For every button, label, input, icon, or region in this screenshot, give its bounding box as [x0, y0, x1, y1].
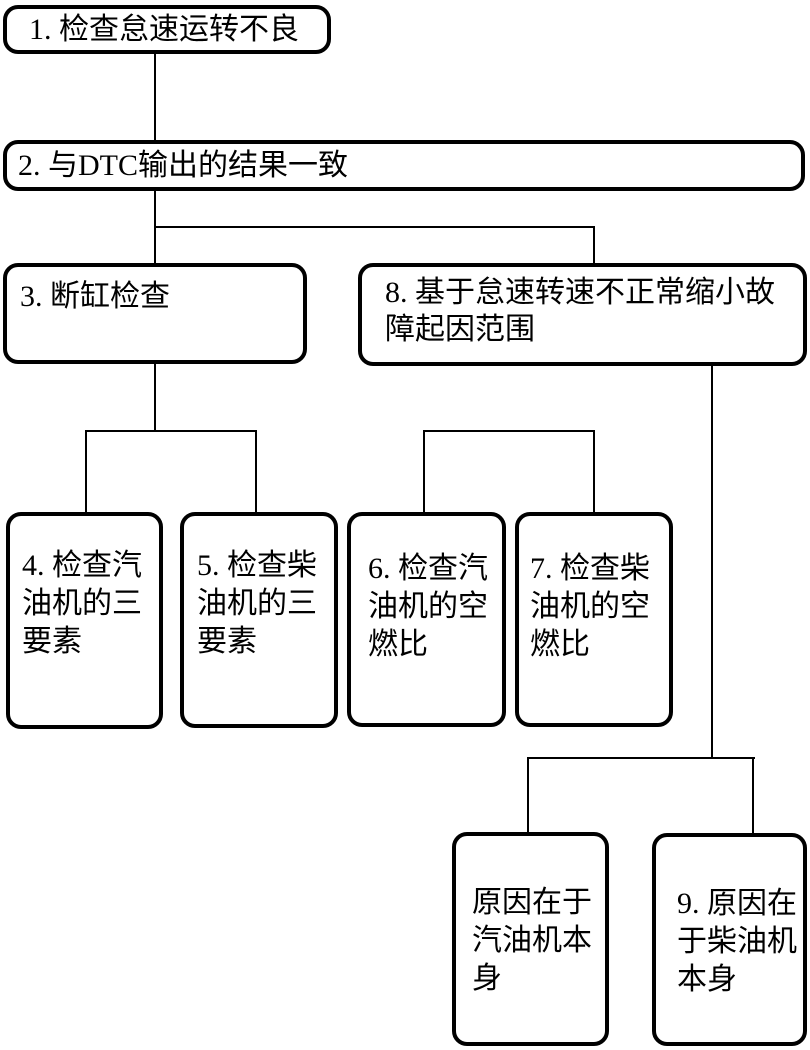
- node-5-check-diesel-three-elements: 5. 检查柴 油机的三 要素: [180, 512, 338, 728]
- connector-to-4-vertical: [85, 432, 87, 512]
- connector-6-7-horizontal: [423, 430, 595, 432]
- connector-2-to-8-horizontal: [154, 226, 595, 228]
- connector-to-6-vertical: [423, 432, 425, 512]
- connector-bottom-horizontal: [527, 757, 755, 759]
- connector-3-stem: [154, 364, 156, 430]
- connector-to-9-vertical: [752, 759, 754, 833]
- node-6-check-gasoline-air-fuel-ratio: 6. 检查汽 油机的空 燃比: [347, 512, 506, 727]
- connector-to-gasoline-cause-vertical: [527, 759, 529, 832]
- connector-to-7-vertical: [593, 432, 595, 512]
- node-7-check-diesel-air-fuel-ratio: 7. 检查柴 油机的空 燃比: [515, 512, 673, 727]
- node-8-narrow-fault-cause-range: 8. 基于怠速转速不正常缩小故 障起因范围: [358, 263, 807, 366]
- connector-4-5-horizontal: [85, 430, 257, 432]
- node-4-check-gasoline-three-elements: 4. 检查汽 油机的三 要素: [6, 512, 163, 729]
- connector-8-stem: [711, 366, 713, 757]
- node-9-cause-in-diesel-engine: 9. 原因在 于柴油机 本身: [652, 833, 807, 1046]
- node-1-check-idle-malfunction: 1. 检查怠速运转不良: [3, 5, 331, 54]
- connector-2-to-8-vertical: [593, 228, 595, 263]
- node-cause-in-gasoline-engine: 原因在于 汽油机本 身: [452, 832, 609, 1046]
- node-2-dtc-output-result-match: 2. 与DTC输出的结果一致: [3, 140, 805, 191]
- connector-1-to-2: [154, 54, 156, 140]
- connector-to-5-vertical: [255, 432, 257, 512]
- node-3-cylinder-cut-check: 3. 断缸检查: [3, 263, 307, 364]
